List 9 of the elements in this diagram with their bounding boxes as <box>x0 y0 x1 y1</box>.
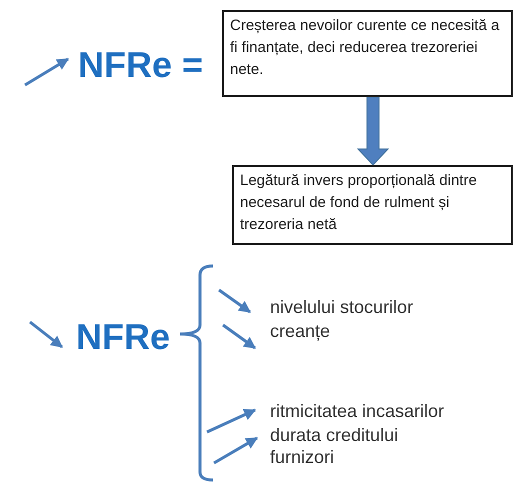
text-box: Legătură invers proporțională dintre necesarul de fond de rulment și trezoreria netă <box>232 165 513 245</box>
list-item: creanțe <box>270 320 332 342</box>
formula-text: NFRe = <box>78 44 204 86</box>
list-item: durata creditului furnizori <box>270 424 400 468</box>
list-item: nivelului stocurilor <box>270 296 414 318</box>
block-arrow <box>356 96 390 166</box>
list-item: ritmicitatea incasarilor <box>270 400 446 422</box>
text-box: Creșterea nevoilor curente ce necesită a fi finanțate, deci reducerea trezoreriei nete. <box>222 10 513 97</box>
formula-text: NFRe <box>76 316 170 358</box>
